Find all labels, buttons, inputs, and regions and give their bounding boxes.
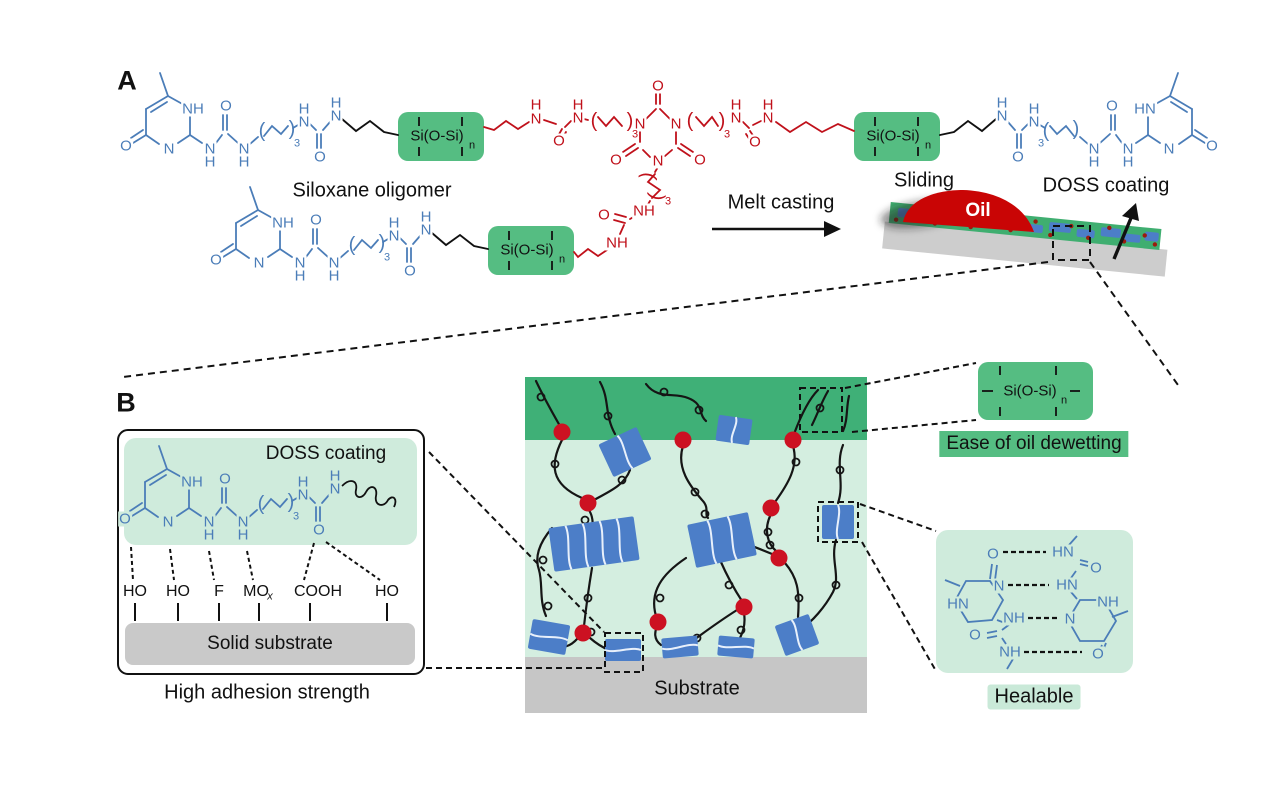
upy-stack-block bbox=[528, 619, 570, 655]
network-callouts bbox=[426, 362, 977, 673]
substrate-label: Substrate bbox=[654, 677, 740, 700]
healable-label: Healable bbox=[987, 684, 1081, 710]
upy-stack-block bbox=[604, 639, 642, 661]
chain-loops bbox=[536, 387, 845, 643]
upy-stack-block bbox=[715, 415, 753, 445]
crosslink-dot bbox=[574, 624, 592, 642]
crosslink-dot bbox=[735, 598, 753, 616]
crosslink-dot bbox=[674, 431, 692, 449]
crosslink-dot bbox=[649, 613, 667, 631]
upy-stack-block bbox=[775, 614, 819, 656]
dewetting-inset bbox=[978, 362, 1093, 420]
siloxane-block-boxes bbox=[398, 112, 940, 275]
propyl-linkers bbox=[341, 118, 997, 250]
crosslink-dot bbox=[784, 431, 802, 449]
adhesion-h-bonds bbox=[130, 541, 381, 581]
adhesion-inset bbox=[117, 429, 425, 675]
oil-label: Oil bbox=[965, 200, 991, 221]
sliding-label: Sliding bbox=[893, 169, 955, 192]
crosslink-dot bbox=[553, 423, 571, 441]
panel-a-label: A bbox=[117, 65, 137, 96]
doss-coating-arrow bbox=[1112, 203, 1139, 260]
upy-stack-block bbox=[548, 516, 640, 572]
crosslink-dot bbox=[579, 494, 597, 512]
doss-coating-label-inset: DOSS coating bbox=[265, 443, 387, 464]
upy-stack-block bbox=[599, 427, 651, 477]
high-adhesion-label: High adhesion strength bbox=[164, 681, 370, 704]
upy-stack-block bbox=[687, 512, 757, 568]
upy-stack-block bbox=[822, 504, 854, 540]
magnifier-lines bbox=[122, 225, 1179, 386]
melt-casting-arrow bbox=[712, 221, 841, 237]
melt-casting-label: Melt casting bbox=[727, 191, 835, 214]
crosslink-dot bbox=[770, 549, 788, 567]
substrate-bonds bbox=[134, 603, 388, 621]
ease-of-oil-dewetting-label: Ease of oil dewetting bbox=[939, 431, 1129, 457]
upy-stack-block bbox=[717, 635, 755, 659]
siloxane-oligomer-label: Siloxane oligomer bbox=[292, 179, 452, 202]
doss-coating-label-top: DOSS coating bbox=[1042, 174, 1170, 197]
panel-b-label: B bbox=[116, 387, 136, 418]
crosslink-dot bbox=[762, 499, 780, 517]
isocyanurate-core bbox=[483, 92, 855, 259]
polymer-tail-squiggle bbox=[341, 480, 397, 508]
oil-droplet bbox=[903, 190, 1034, 232]
upy-stack-block bbox=[661, 635, 699, 659]
dimer-h-bonds bbox=[1003, 550, 1082, 654]
solid-substrate-label: Solid substrate bbox=[207, 633, 333, 654]
